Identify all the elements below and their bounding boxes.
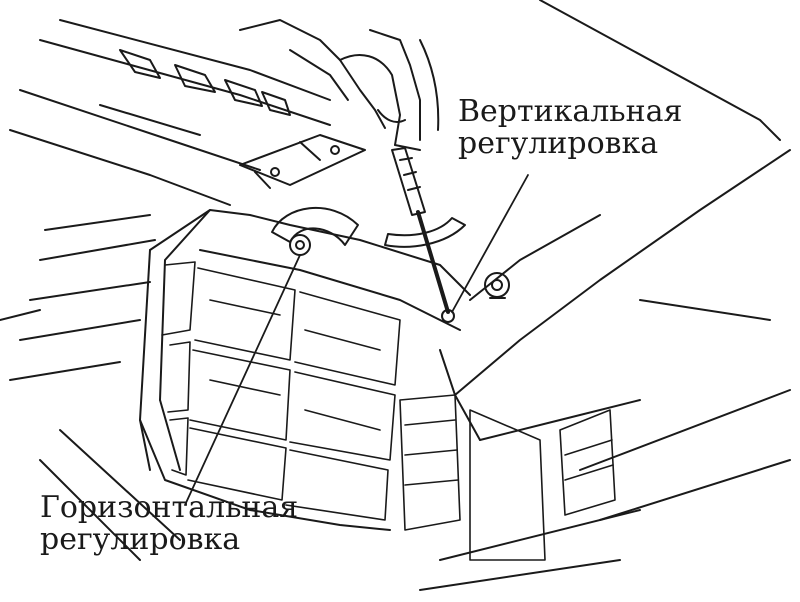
vertical-leader (452, 175, 528, 312)
horizontal-leader (185, 255, 300, 505)
leader-lines (185, 175, 528, 505)
headlight-housing (140, 210, 470, 530)
top-bracket (240, 135, 365, 188)
horizontal-label-line2: регулировка (40, 521, 241, 557)
side-lamp (400, 395, 615, 560)
screwdriver (392, 148, 454, 322)
vertical-adjustment-label: Вертикальная регулировка (458, 96, 682, 159)
horizontal-adjust-arc (272, 208, 358, 255)
vertical-label-line1: Вертикальная (458, 94, 683, 129)
fender-panel (420, 0, 790, 590)
vertical-label-line2: регулировка (458, 125, 659, 161)
vertical-adjust-arc (385, 218, 465, 247)
horizontal-adjustment-label: Горизонтальная регулировка (40, 492, 298, 555)
grille-top-slats (10, 20, 330, 205)
headlight-lens-ribs (162, 262, 400, 520)
mounting-bolt (485, 273, 509, 298)
bumper-lines (0, 215, 180, 560)
hand (240, 20, 438, 150)
horizontal-label-line1: Горизонтальная (40, 490, 299, 525)
